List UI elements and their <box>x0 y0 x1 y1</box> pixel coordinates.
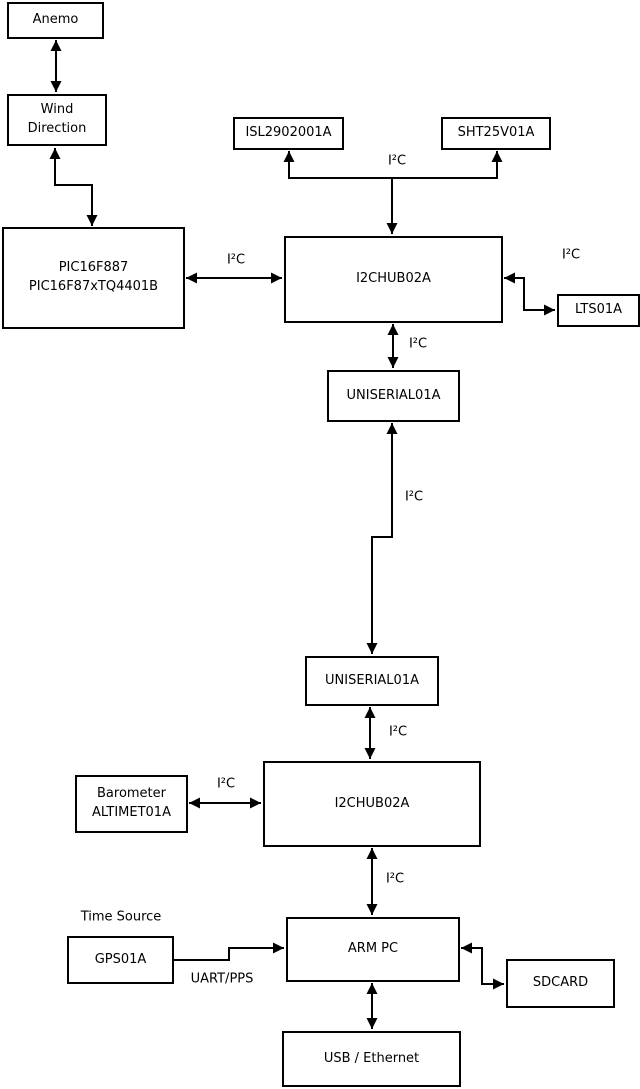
node-isl2902001a: ISL2902001A <box>233 117 344 150</box>
edge-label-i2c-uniserial2-hub2: I²C <box>388 724 408 740</box>
edge-label-uart-pps: UART/PPS <box>190 971 254 987</box>
node-uniserial01a-2: UNISERIAL01A <box>305 656 439 706</box>
node-wind-direction: Wind Direction <box>7 94 107 146</box>
node-sdcard: SDCARD <box>506 959 615 1008</box>
edge-label-i2c-hub2-armpc: I²C <box>385 871 405 887</box>
connector-uniserial1-uniserial2 <box>366 423 398 654</box>
edge-label-i2c-pic-hub1: I²C <box>226 252 246 268</box>
edge-label-i2c-uniserial-link: I²C <box>404 489 424 505</box>
annotation-time-source: Time Source <box>80 909 162 925</box>
connector-armpc-sdcard <box>461 942 504 990</box>
connector-gps-armpc <box>173 942 284 961</box>
node-barometer-altimet01a: Barometer ALTIMET01A <box>75 775 188 833</box>
node-sht25v01a: SHT25V01A <box>441 117 551 150</box>
node-uniserial01a-1: UNISERIAL01A <box>327 370 460 422</box>
node-gps01a: GPS01A <box>67 936 174 984</box>
connector-hub1-lts <box>504 272 555 316</box>
node-i2chub02a-1: I2CHUB02A <box>284 236 503 323</box>
edge-label-i2c-hub1-uniserial1: I²C <box>408 336 428 352</box>
edge-label-i2c-barometer-hub2: I²C <box>216 776 236 792</box>
node-lts01a: LTS01A <box>557 294 640 327</box>
node-pic16f887: PIC16F887 PIC16F87xTQ4401B <box>2 227 185 329</box>
node-i2chub02a-2: I2CHUB02A <box>263 761 481 847</box>
node-arm-pc: ARM PC <box>286 917 460 982</box>
edge-label-i2c-sensor-bus: I²C <box>387 153 407 169</box>
node-anemo: Anemo <box>7 2 104 39</box>
connector-winddirection-pic <box>49 148 98 226</box>
edge-label-i2c-hub1-lts: I²C <box>561 247 581 263</box>
node-usb-ethernet: USB / Ethernet <box>282 1031 461 1087</box>
